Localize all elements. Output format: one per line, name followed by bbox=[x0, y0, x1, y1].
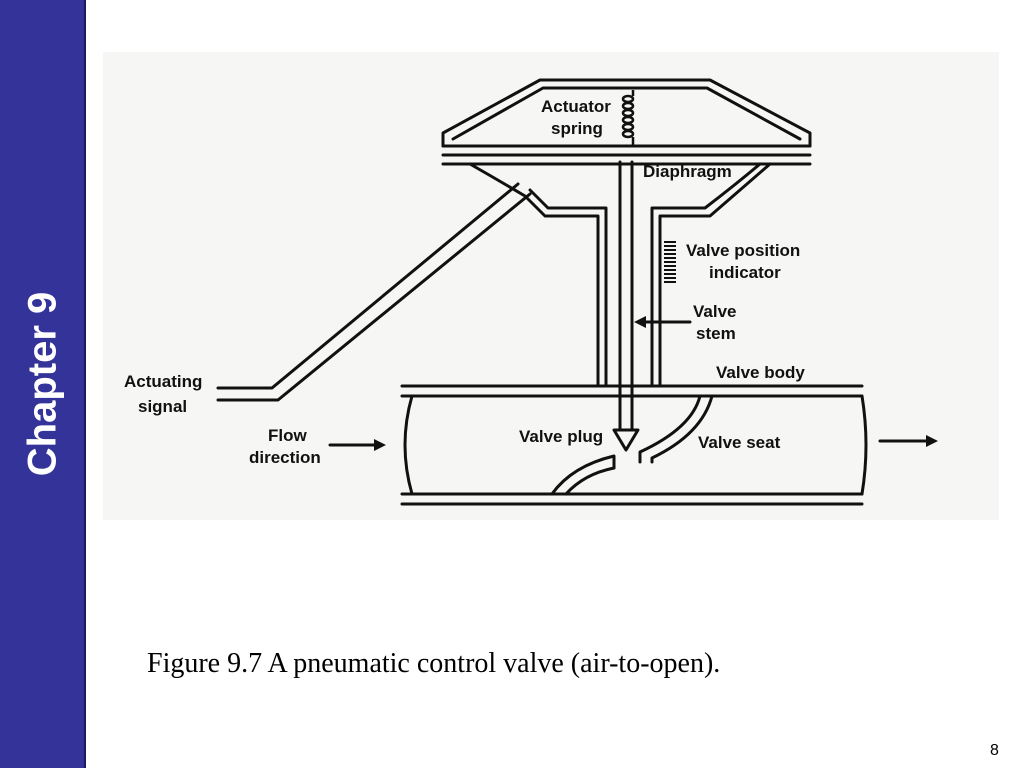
figure-caption: Figure 9.7 A pneumatic control valve (ai… bbox=[147, 648, 721, 679]
chapter-label: Chapter 9 bbox=[20, 291, 65, 477]
valve-seat-upper-2 bbox=[650, 394, 714, 464]
label-valve-stem-1: Valve bbox=[693, 302, 737, 321]
label-diaphragm: Diaphragm bbox=[643, 162, 732, 181]
label-valve-position-2: indicator bbox=[709, 263, 781, 282]
label-valve-body: Valve body bbox=[716, 363, 805, 382]
valve-seat-upper bbox=[638, 394, 702, 464]
valve-plug bbox=[612, 428, 640, 452]
actuator-dome-outer bbox=[441, 78, 812, 148]
lower-chamber-left bbox=[468, 162, 600, 388]
stem-pointer-head bbox=[634, 316, 646, 328]
valve-seat-lower bbox=[550, 454, 616, 496]
sidebar: Chapter 9 bbox=[0, 0, 86, 768]
flow-arrow-out-head bbox=[926, 435, 938, 447]
label-actuating-signal-1: Actuating bbox=[124, 372, 202, 391]
label-flow-direction-2: direction bbox=[249, 448, 321, 467]
valve-seat-lower-2 bbox=[564, 466, 616, 496]
signal-line-lower bbox=[216, 192, 532, 402]
label-valve-position-1: Valve position bbox=[686, 241, 800, 260]
lower-chamber-right-inner bbox=[650, 162, 762, 388]
label-actuator-spring-1: Actuator bbox=[541, 97, 611, 116]
label-valve-stem-2: stem bbox=[696, 324, 736, 343]
pipe-left-end bbox=[403, 394, 414, 496]
label-flow-direction-1: Flow bbox=[268, 426, 307, 445]
position-indicator-scale-icon bbox=[664, 241, 676, 283]
pipe-right-end bbox=[860, 394, 868, 496]
page-number: 8 bbox=[990, 742, 999, 759]
label-actuating-signal-2: signal bbox=[138, 397, 187, 416]
valve-diagram-svg: Actuator spring Diaphragm Valve position… bbox=[124, 78, 938, 506]
lower-chamber-left-inner bbox=[528, 188, 608, 388]
signal-line-upper bbox=[216, 182, 520, 390]
actuator-spring-icon bbox=[621, 90, 635, 146]
flow-arrow-in-head bbox=[374, 439, 386, 451]
label-valve-seat: Valve seat bbox=[698, 433, 781, 452]
label-actuator-spring-2: spring bbox=[551, 119, 603, 138]
label-valve-plug: Valve plug bbox=[519, 427, 603, 446]
actuator-dome-inner bbox=[451, 86, 802, 141]
valve-diagram: Actuator spring Diaphragm Valve position… bbox=[103, 52, 999, 520]
lower-chamber-right bbox=[658, 162, 772, 388]
